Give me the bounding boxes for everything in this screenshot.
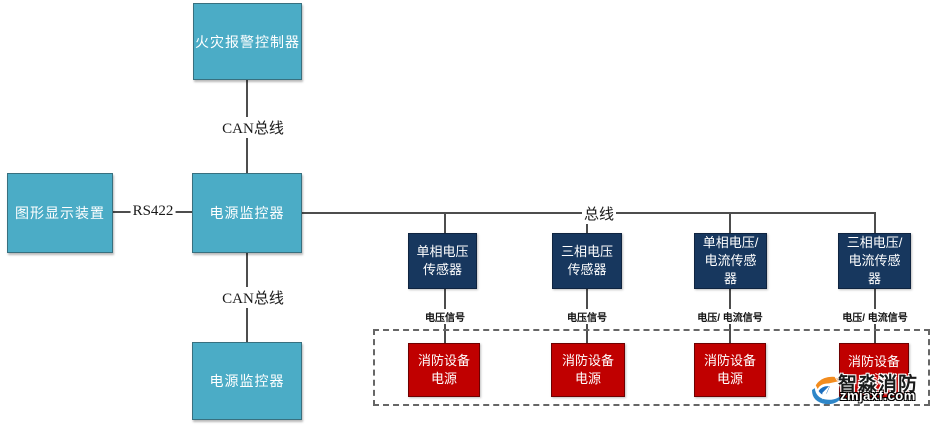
node-power-monitor-bottom: 电源监控器 [192, 342, 302, 420]
node-power-monitor-mid: 电源监控器 [192, 173, 302, 253]
bus-drop-line-3 [729, 213, 731, 234]
node-sensor-single-phase-voltage: 单相电压 传感器 [408, 233, 477, 289]
label-signal-4: 电压/ 电流信号 [840, 309, 910, 324]
watermark: 智淼消防 zmjaxf.com [806, 368, 938, 408]
node-sensor-single-phase-voltage-current: 单相电压/ 电流传感 器 [694, 233, 767, 289]
watermark-site-text: zmjaxf.com [840, 388, 916, 403]
label-signal-1: 电压信号 [423, 309, 467, 324]
brand-swirl-logo-icon [812, 376, 844, 405]
watermark-brand-text: 智淼消防 [838, 374, 919, 395]
node-sensor-three-phase-voltage-current: 三相电压/ 电流传感 器 [838, 233, 911, 289]
label-can-bus-bottom: CAN总线 [220, 287, 286, 308]
node-fire-equipment-psu-2: 消防设备 电源 [551, 343, 625, 397]
node-fire-alarm-controller: 火灾报警控制器 [193, 3, 302, 80]
label-signal-3: 电压/ 电流信号 [695, 309, 765, 324]
label-can-bus-top: CAN总线 [220, 117, 286, 138]
psu-group-dashed-border [373, 329, 930, 406]
bus-drop-line-4 [874, 213, 876, 234]
bus-drop-line-1 [444, 213, 446, 234]
label-bus: 总线 [581, 203, 617, 224]
node-sensor-three-phase-voltage: 三相电压 传感器 [552, 233, 622, 289]
node-fire-equipment-psu-3: 消防设备 电源 [694, 343, 766, 397]
node-graphic-display-device: 图形显示装置 [7, 173, 113, 253]
node-fire-equipment-psu-1: 消防设备 电源 [408, 343, 480, 397]
label-signal-2: 电压信号 [565, 309, 609, 324]
node-fire-equipment-psu-4: 消防设备 电源 [839, 343, 909, 398]
label-rs422: RS422 [130, 203, 176, 220]
